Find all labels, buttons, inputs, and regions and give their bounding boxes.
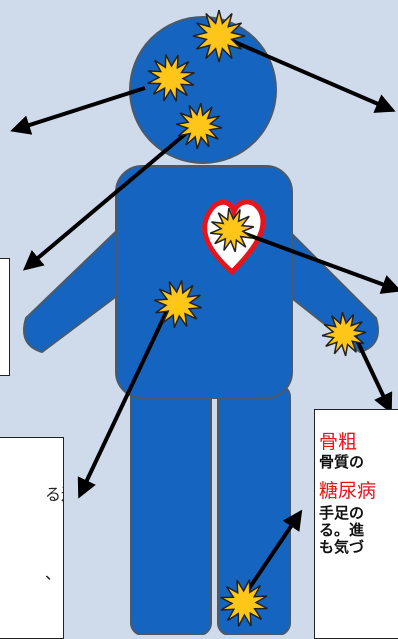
left-box-text-line1: る過 — [45, 485, 63, 504]
left-box-text-line2: 、 — [45, 564, 62, 583]
head — [129, 16, 277, 164]
pain-burst-icon — [209, 207, 255, 253]
pain-burst-icon — [147, 54, 195, 102]
arrow-head-left — [10, 86, 146, 135]
arrow-foot-right — [242, 509, 303, 598]
right-info-box: 骨粗 骨質の 糖尿病 手足の る。進 も気づ — [314, 409, 398, 639]
osteoporosis-heading: 骨粗 — [319, 431, 358, 453]
arrow-torso-lower-left — [77, 299, 174, 499]
diabetes-text-line3: も気づ — [319, 538, 365, 556]
osteoporosis-text: 骨質の — [319, 453, 365, 471]
left-arm — [23, 217, 130, 354]
arrow-arm-right — [352, 333, 393, 414]
left-info-box-middle — [0, 258, 10, 376]
left-leg — [130, 384, 212, 635]
diabetes-text-line1: 手足の — [319, 504, 365, 522]
arrow-heart-right — [239, 230, 398, 294]
pain-burst-icon — [154, 280, 202, 328]
diabetes-heading: 糖尿病 — [319, 480, 377, 502]
pain-burst-icon — [192, 9, 246, 63]
pain-burst-icon — [321, 311, 367, 357]
arrow-head-right — [229, 38, 396, 113]
pain-burst-icon — [175, 102, 223, 150]
arrow-face-lower-left — [22, 128, 192, 271]
diabetes-text-line2: る。進 — [319, 521, 365, 539]
pain-burst-icon — [220, 579, 268, 627]
left-info-box-lower: る過 、 — [0, 437, 64, 639]
